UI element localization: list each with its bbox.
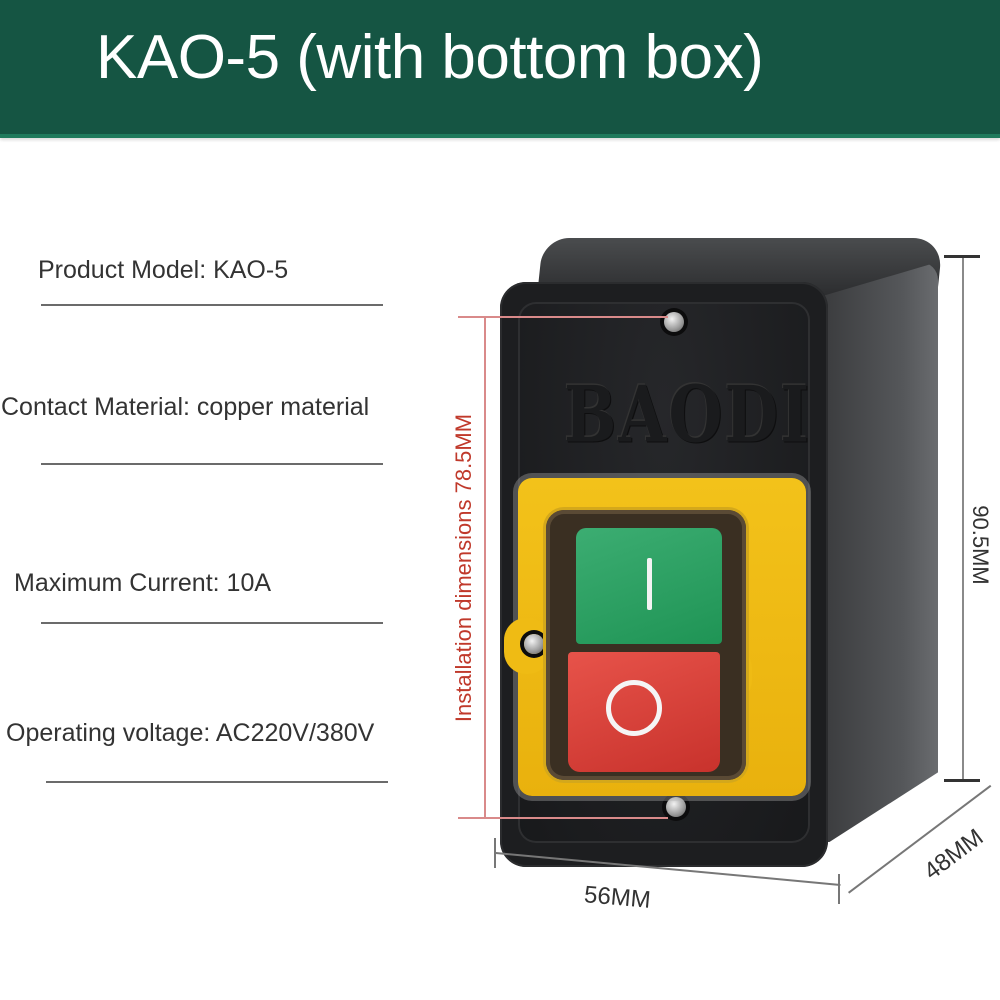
- screw-icon: [664, 312, 684, 332]
- brand-logo: BAODI: [564, 368, 812, 461]
- power-on-icon: [647, 558, 652, 610]
- height-dim-cap: [944, 779, 980, 782]
- page-title: KAO-5 (with bottom box): [96, 23, 764, 92]
- spec-contact-material: Contact Material: copper material: [1, 393, 370, 421]
- width-dim-cap: [838, 874, 840, 904]
- installation-dimension-label: Installation dimensions 78.5MM: [451, 413, 476, 723]
- width-dimension-label: 56MM: [582, 881, 652, 914]
- screw-icon: [666, 797, 686, 817]
- on-button[interactable]: [576, 528, 722, 644]
- screw-icon: [524, 634, 544, 654]
- spec-maximum-current: Maximum Current: 10A: [14, 569, 272, 597]
- housing-side: [820, 262, 938, 842]
- off-button[interactable]: [568, 652, 720, 772]
- installation-dim-line-top: [458, 316, 668, 318]
- installation-dim-line: [484, 316, 486, 818]
- height-dimension-label: 90.5MM: [968, 505, 993, 585]
- height-dim-cap: [944, 255, 980, 258]
- installation-dim-line-bottom: [458, 817, 668, 819]
- spec-divider: [46, 781, 388, 783]
- spec-divider: [41, 622, 383, 624]
- title-banner: KAO-5 (with bottom box): [0, 0, 1000, 138]
- spec-divider: [41, 463, 383, 465]
- spec-product-model: Product Model: KAO-5: [38, 256, 289, 284]
- spec-operating-voltage: Operating voltage: AC220V/380V: [6, 719, 375, 747]
- power-off-icon: [606, 680, 662, 736]
- width-dim-cap: [494, 838, 496, 868]
- height-dim-line: [962, 256, 964, 780]
- spec-divider: [41, 304, 383, 306]
